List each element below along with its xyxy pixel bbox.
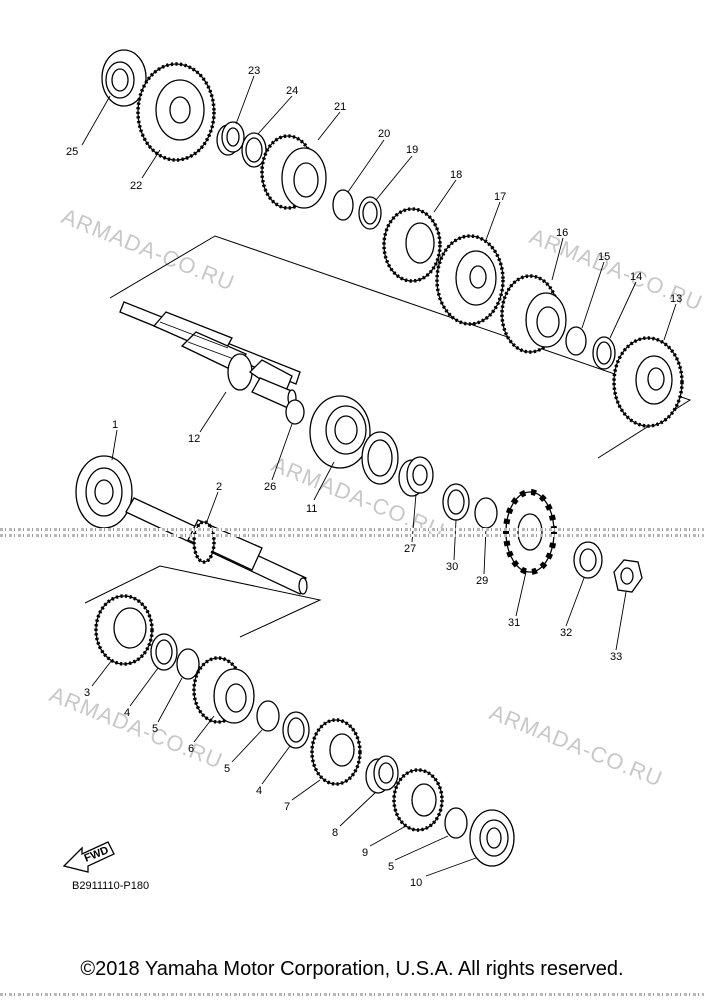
gear-21	[260, 134, 327, 210]
circlip-20	[332, 189, 354, 221]
gear-16	[500, 274, 567, 354]
collar-27	[398, 456, 434, 497]
gear-17	[435, 234, 505, 326]
gear-3	[94, 594, 154, 666]
callout-3: 3	[84, 687, 90, 699]
bearing-11	[309, 395, 371, 469]
gear-22	[136, 62, 216, 162]
circlip-5b	[256, 700, 280, 732]
callout-12: 12	[188, 433, 200, 445]
callout-29: 29	[476, 575, 488, 587]
gear-9	[392, 768, 444, 832]
upper-gear-row	[101, 49, 684, 428]
callout-4b: 4	[256, 785, 262, 797]
callout-2: 2	[216, 481, 222, 493]
circlip-5c	[444, 807, 468, 839]
callout-31: 31	[508, 617, 520, 629]
callout-32: 32	[560, 627, 572, 639]
callout-18: 18	[450, 169, 462, 181]
bearing-1	[75, 455, 133, 529]
bearing-8	[365, 755, 399, 794]
gear-18	[382, 207, 442, 283]
callout-23: 23	[248, 65, 260, 77]
callout-1: 1	[112, 419, 118, 431]
callout-22: 22	[130, 180, 142, 192]
callout-6: 6	[188, 743, 194, 755]
washer-24	[241, 132, 267, 168]
copyright-notice: ©2018 Yamaha Motor Corporation, U.S.A. A…	[80, 958, 624, 980]
callout-15: 15	[598, 251, 610, 263]
scan-noise-band	[0, 528, 704, 531]
washer-19	[358, 196, 382, 230]
callout-4a: 4	[124, 707, 130, 719]
bearing-10	[469, 809, 515, 867]
bushing-23	[216, 121, 245, 156]
callout-19: 19	[406, 144, 418, 156]
callout-16: 16	[556, 227, 568, 239]
scan-noise-band	[0, 993, 704, 996]
callout-24: 24	[286, 85, 298, 97]
circlip-15	[565, 326, 587, 356]
circlip-5a	[176, 648, 200, 680]
lock-washer-32	[573, 541, 603, 579]
callout-5c: 5	[388, 861, 394, 873]
washer-30	[442, 483, 470, 521]
callout-10: 10	[410, 877, 422, 889]
oil-seal	[361, 431, 399, 485]
watermark: ARMADA-CO.RU	[486, 699, 666, 791]
nut-33	[613, 559, 643, 593]
washer-14	[592, 336, 616, 370]
callout-11: 11	[306, 503, 317, 515]
fwd-arrow-icon: FWD	[62, 841, 115, 873]
callout-labels: 25 22 23 24 21 20 19 18 17 16 15 14 13 1…	[66, 65, 682, 889]
callout-5a: 5	[152, 723, 158, 735]
gear-7	[310, 718, 362, 786]
drive-axle-2	[125, 497, 308, 595]
lower-gear-row	[94, 594, 515, 867]
bearing-25	[101, 49, 147, 107]
gear-13	[612, 336, 684, 428]
callout-13: 13	[670, 293, 682, 305]
drive-axle-frame	[84, 565, 322, 638]
callout-21: 21	[334, 101, 346, 113]
callout-7: 7	[284, 801, 290, 813]
callout-27: 27	[404, 543, 416, 555]
circlip-26	[285, 399, 305, 425]
leader-lines	[81, 75, 677, 877]
washer-4b	[282, 711, 310, 749]
callout-5b: 5	[224, 763, 230, 775]
callout-26: 26	[264, 481, 276, 493]
watermark: ARMADA-CO.RU	[58, 203, 238, 295]
callout-33: 33	[610, 651, 622, 663]
callout-8: 8	[332, 827, 338, 839]
sprocket-31	[503, 489, 557, 575]
scan-noise-band	[0, 534, 704, 537]
callout-25: 25	[66, 146, 78, 158]
main-axle-12	[119, 301, 301, 409]
callout-30: 30	[446, 561, 458, 573]
circlip-29	[474, 497, 498, 529]
callout-14: 14	[630, 271, 642, 283]
gear-6	[192, 656, 255, 724]
washer-4a	[150, 633, 178, 671]
callout-17: 17	[494, 191, 506, 203]
callout-9: 9	[362, 847, 368, 859]
part-code: B2911110-P180	[72, 880, 150, 892]
callout-20: 20	[378, 128, 390, 140]
